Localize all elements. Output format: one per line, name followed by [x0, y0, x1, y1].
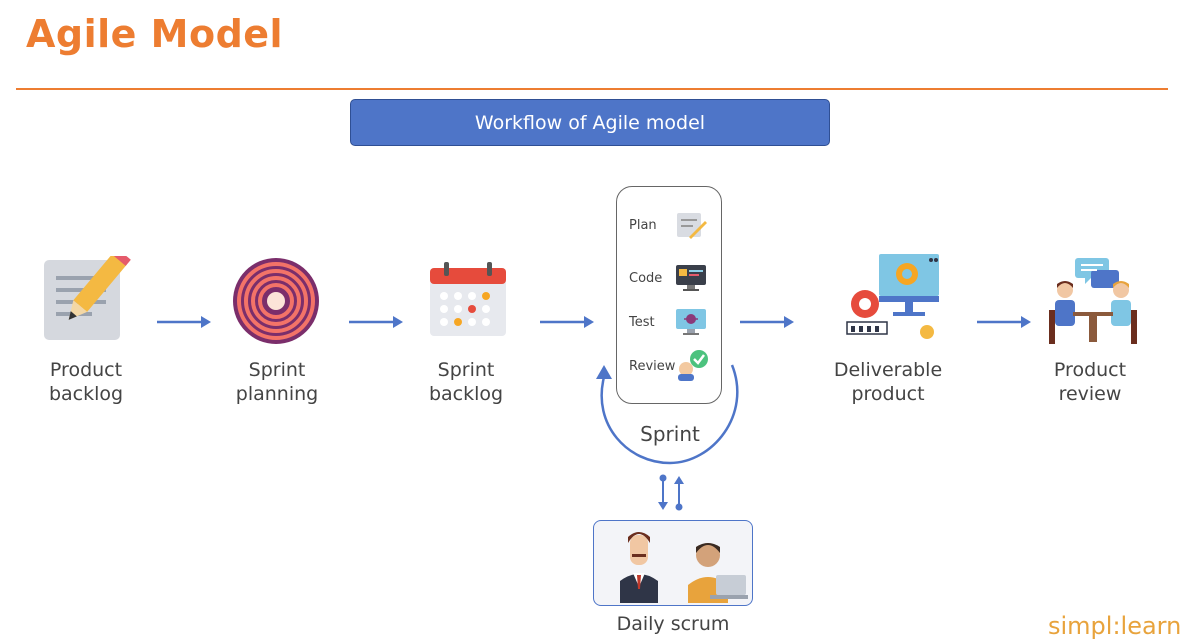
product-backlog-icon	[44, 256, 131, 340]
sprint-label: Sprint	[640, 422, 700, 446]
deliverable-product-icon	[846, 254, 939, 339]
flow-arrow	[740, 316, 794, 328]
sprint-step-code: Code	[629, 271, 663, 286]
product-review-icon	[1049, 258, 1137, 344]
flow-arrow	[157, 316, 211, 328]
developer-person-icon	[688, 543, 748, 603]
sprint-steps-box: Plan Code Test Review	[616, 186, 722, 404]
calendar-icon	[430, 262, 506, 336]
bidirectional-arrows	[658, 474, 684, 511]
brand-logo: simpl:learn	[1048, 612, 1182, 640]
flow-arrow	[540, 316, 594, 328]
page-title: Agile Model	[26, 12, 284, 56]
flow-arrow	[349, 316, 403, 328]
code-icon	[676, 265, 706, 291]
sprint-step-review: Review	[629, 359, 676, 374]
workflow-banner: Workflow of Agile model	[350, 99, 830, 146]
title-divider	[16, 88, 1168, 90]
sprint-cycle-arrow	[596, 364, 739, 465]
manager-person-icon	[620, 532, 658, 603]
sprint-step-plan: Plan	[629, 218, 657, 233]
test-bug-icon	[676, 309, 706, 335]
sprint-step-test: Test	[629, 315, 655, 330]
plan-icon	[677, 213, 707, 239]
sprint-planning-icon	[233, 258, 319, 344]
review-check-icon	[678, 350, 708, 381]
daily-scrum-label: Daily scrum	[616, 613, 730, 635]
daily-scrum-box	[593, 520, 753, 606]
flow-arrow	[977, 316, 1031, 328]
